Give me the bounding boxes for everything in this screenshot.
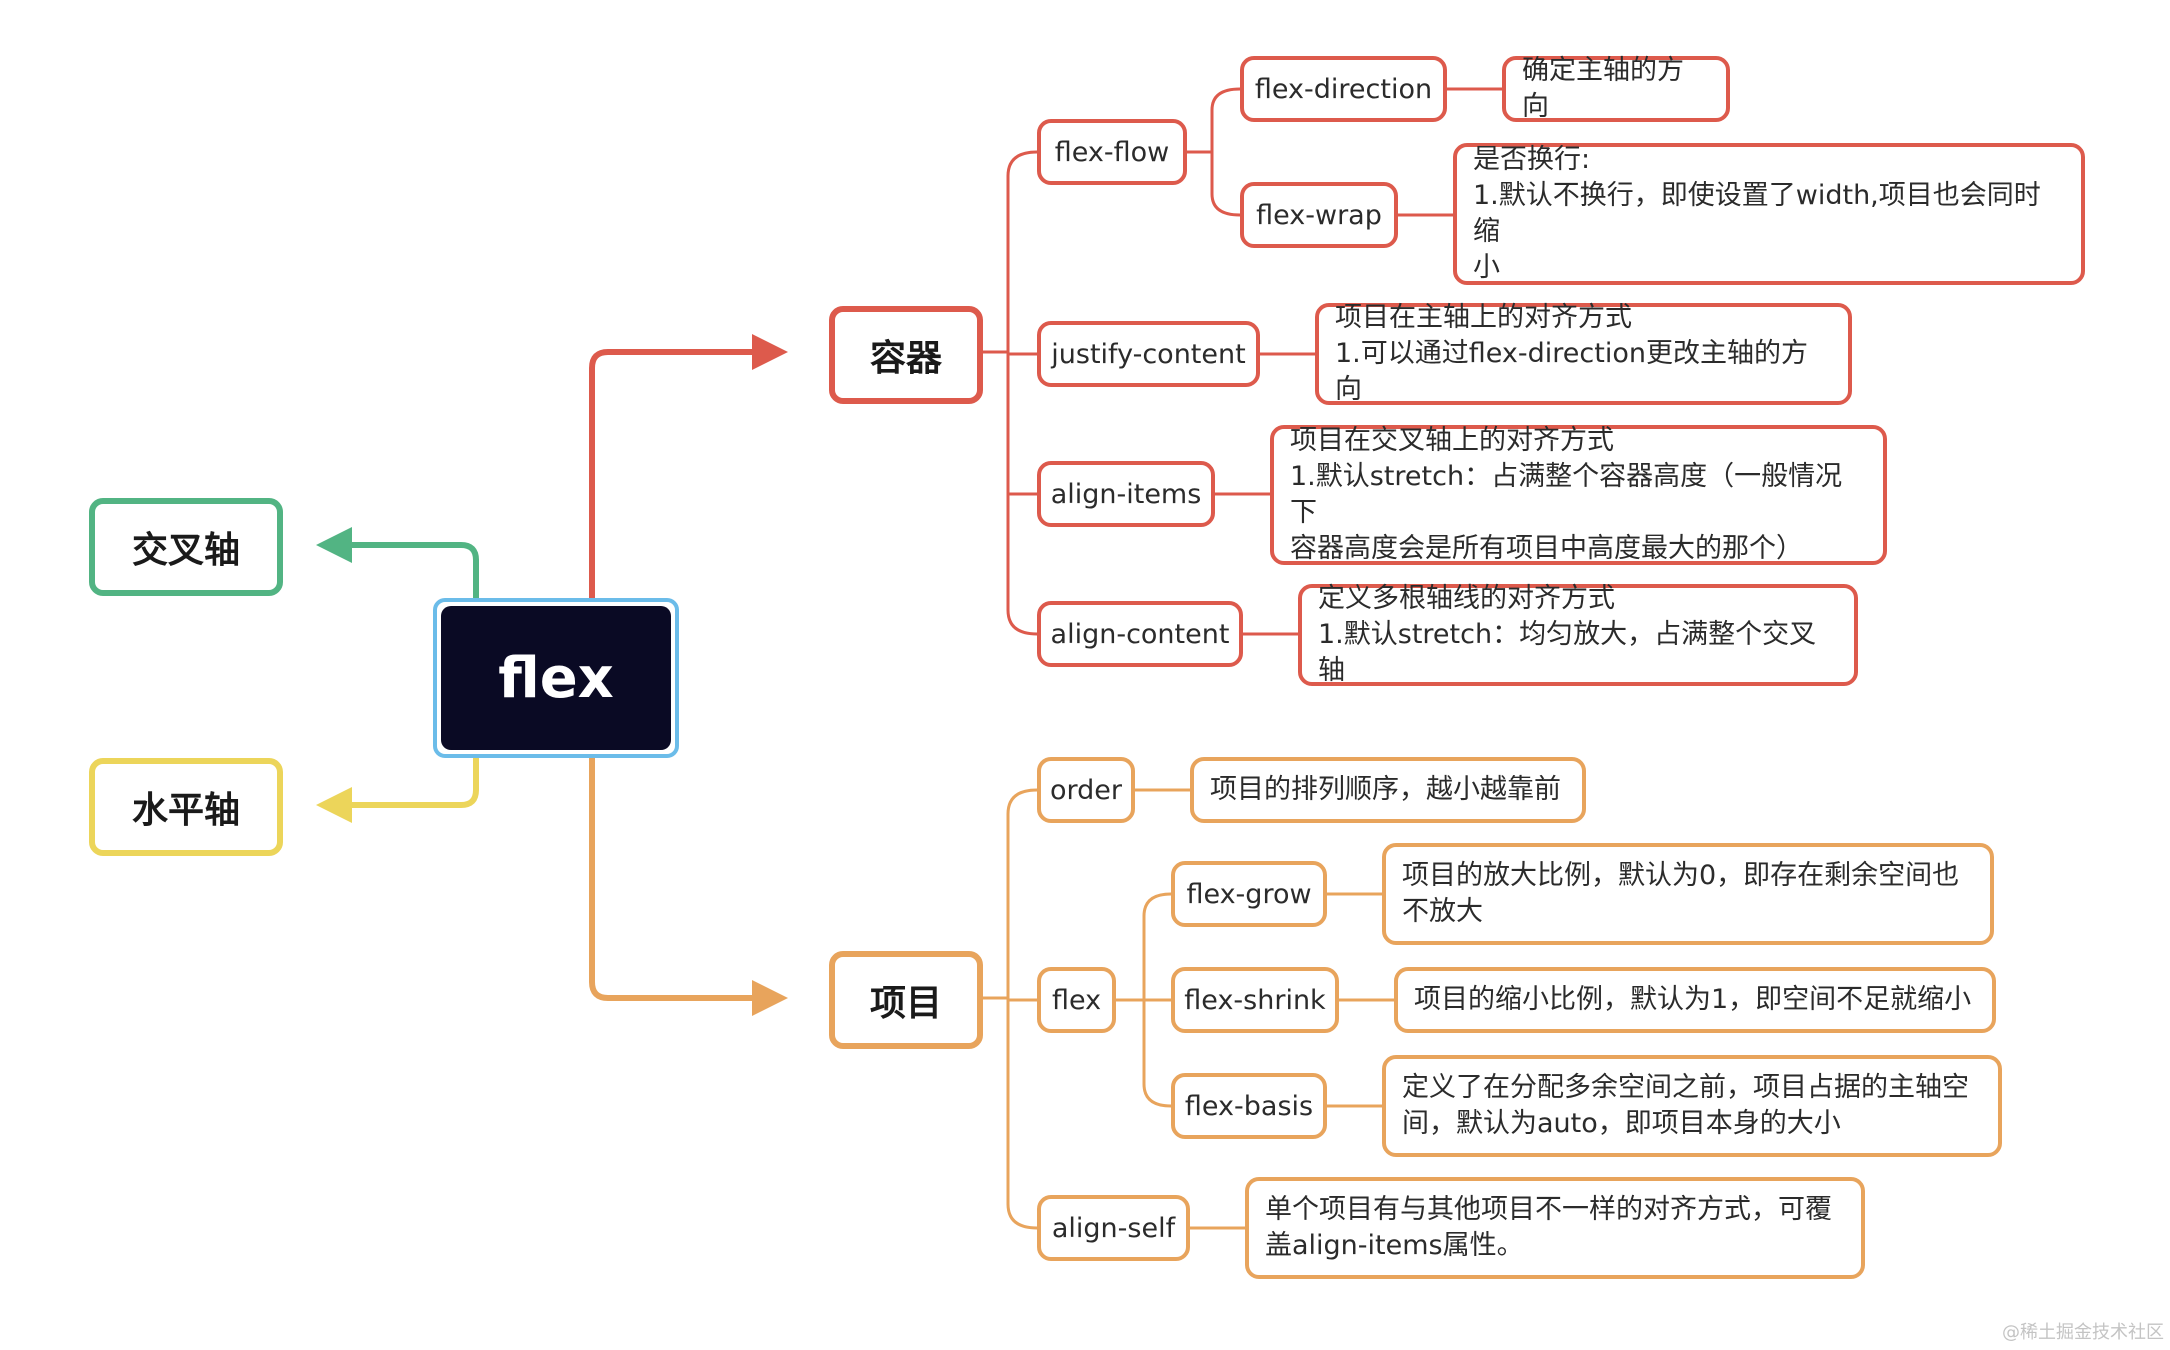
desc-flex-wrap-line-1: 是否换行: bbox=[1473, 144, 1591, 175]
node-flex-basis-label: flex-basis bbox=[1184, 1090, 1314, 1122]
desc-flex-wrap-line-3: 小 bbox=[1473, 252, 1500, 283]
desc-justify-content[interactable]: 项目在主轴上的对齐方式 1.可以通过flex-direction更改主轴的方向 bbox=[1315, 302, 1852, 405]
desc-align-items-line-3: 容器高度会是所有项目中高度最大的那个） bbox=[1290, 533, 1803, 564]
branch-item-label: 项目 bbox=[869, 983, 942, 1024]
connector-root-main-axis bbox=[316, 756, 479, 823]
desc-justify-content-line-2: 1.可以通过flex-direction更改主轴的方向 bbox=[1335, 338, 1808, 405]
branch-main-axis-label: 水平轴 bbox=[131, 790, 240, 831]
desc-align-self-line-2: 盖align-items属性。 bbox=[1265, 1230, 1524, 1261]
branch-main-axis[interactable]: 水平轴 bbox=[89, 758, 283, 856]
desc-flex-basis-line-2: 间，默认为auto，即项目本身的大小 bbox=[1402, 1108, 1841, 1139]
desc-align-self[interactable]: 单个项目有与其他项目不一样的对齐方式，可覆 盖align-items属性。 bbox=[1245, 1177, 1865, 1279]
node-align-content-label: align-content bbox=[1050, 618, 1230, 650]
desc-order-text: 项目的排列顺序，越小越靠前 bbox=[1210, 774, 1561, 805]
node-align-self-label: align-self bbox=[1051, 1212, 1176, 1244]
desc-flex-grow-line-2: 不放大 bbox=[1402, 896, 1483, 927]
node-flex[interactable]: flex bbox=[1037, 967, 1116, 1033]
node-flex-flow[interactable]: flex-flow bbox=[1037, 119, 1187, 185]
node-flex-wrap-label: flex-wrap bbox=[1256, 199, 1382, 231]
desc-order[interactable]: 项目的排列顺序，越小越靠前 bbox=[1190, 757, 1586, 823]
desc-align-items[interactable]: 项目在交叉轴上的对齐方式 1.默认stretch：占满整个容器高度（一般情况下 … bbox=[1270, 425, 1887, 565]
desc-justify-content-line-1: 项目在主轴上的对齐方式 bbox=[1335, 302, 1632, 333]
connector-root-cross-axis bbox=[316, 527, 479, 600]
connector-root-container bbox=[589, 334, 788, 600]
node-align-content[interactable]: align-content bbox=[1037, 601, 1243, 667]
node-flex-shrink-label: flex-shrink bbox=[1184, 984, 1326, 1016]
desc-align-items-line-1: 项目在交叉轴上的对齐方式 bbox=[1290, 425, 1614, 456]
node-order[interactable]: order bbox=[1037, 757, 1135, 823]
node-order-label: order bbox=[1050, 774, 1122, 806]
connector-container-spine bbox=[1006, 150, 1038, 636]
connector-root-item bbox=[589, 756, 788, 1016]
branch-container[interactable]: 容器 bbox=[829, 306, 983, 404]
node-justify-content-label: justify-content bbox=[1051, 338, 1246, 370]
watermark: @稀土掘金技术社区 bbox=[2002, 1322, 2164, 1343]
node-flex-label: flex bbox=[1051, 984, 1102, 1016]
node-flex-grow-label: flex-grow bbox=[1186, 878, 1312, 910]
desc-align-content[interactable]: 定义多根轴线的对齐方式 1.默认stretch：均匀放大，占满整个交叉轴 bbox=[1298, 583, 1858, 686]
node-flex-direction[interactable]: flex-direction bbox=[1240, 56, 1447, 122]
connector-flow-spine bbox=[1210, 87, 1241, 217]
desc-flex-shrink-text: 项目的缩小比例，默认为1，即空间不足就缩小 bbox=[1414, 984, 1972, 1015]
desc-flex-direction-text: 确定主轴的方向 bbox=[1522, 55, 1684, 122]
connector-item-spine bbox=[1006, 788, 1038, 1230]
branch-container-label: 容器 bbox=[869, 338, 942, 379]
desc-align-content-line-2: 1.默认stretch：均匀放大，占满整个交叉轴 bbox=[1318, 619, 1817, 686]
node-align-items-label: align-items bbox=[1050, 478, 1202, 510]
desc-flex-basis-line-1: 定义了在分配多余空间之前，项目占据的主轴空 bbox=[1402, 1072, 1969, 1103]
node-flex-basis[interactable]: flex-basis bbox=[1171, 1073, 1327, 1139]
branch-item[interactable]: 项目 bbox=[829, 951, 983, 1049]
desc-flex-grow-line-1: 项目的放大比例，默认为0，即存在剩余空间也 bbox=[1402, 860, 1960, 891]
node-flex-grow[interactable]: flex-grow bbox=[1171, 861, 1327, 927]
central-node-label: flex bbox=[441, 606, 671, 750]
central-node-flex[interactable]: flex bbox=[433, 598, 679, 758]
node-flex-direction-label: flex-direction bbox=[1254, 73, 1433, 105]
desc-flex-grow[interactable]: 项目的放大比例，默认为0，即存在剩余空间也 不放大 bbox=[1382, 843, 1994, 945]
node-flex-flow-label: flex-flow bbox=[1054, 136, 1170, 168]
desc-flex-wrap-line-2: 1.默认不换行，即使设置了width,项目也会同时缩 bbox=[1473, 180, 2041, 247]
branch-cross-axis[interactable]: 交叉轴 bbox=[89, 498, 283, 596]
node-align-self[interactable]: align-self bbox=[1037, 1195, 1190, 1261]
node-flex-shrink[interactable]: flex-shrink bbox=[1171, 967, 1339, 1033]
desc-align-content-line-1: 定义多根轴线的对齐方式 bbox=[1318, 583, 1615, 614]
node-flex-wrap[interactable]: flex-wrap bbox=[1240, 182, 1398, 248]
desc-align-self-line-1: 单个项目有与其他项目不一样的对齐方式，可覆 bbox=[1265, 1194, 1832, 1225]
node-justify-content[interactable]: justify-content bbox=[1037, 321, 1260, 387]
branch-cross-axis-label: 交叉轴 bbox=[131, 530, 240, 571]
desc-flex-direction[interactable]: 确定主轴的方向 bbox=[1502, 55, 1730, 122]
node-align-items[interactable]: align-items bbox=[1037, 461, 1215, 527]
desc-flex-shrink[interactable]: 项目的缩小比例，默认为1，即空间不足就缩小 bbox=[1394, 967, 1996, 1033]
desc-flex-basis[interactable]: 定义了在分配多余空间之前，项目占据的主轴空 间，默认为auto，即项目本身的大小 bbox=[1382, 1055, 2002, 1157]
desc-align-items-line-2: 1.默认stretch：占满整个容器高度（一般情况下 bbox=[1290, 461, 1843, 528]
desc-flex-wrap[interactable]: 是否换行: 1.默认不换行，即使设置了width,项目也会同时缩 小 bbox=[1453, 143, 2085, 285]
